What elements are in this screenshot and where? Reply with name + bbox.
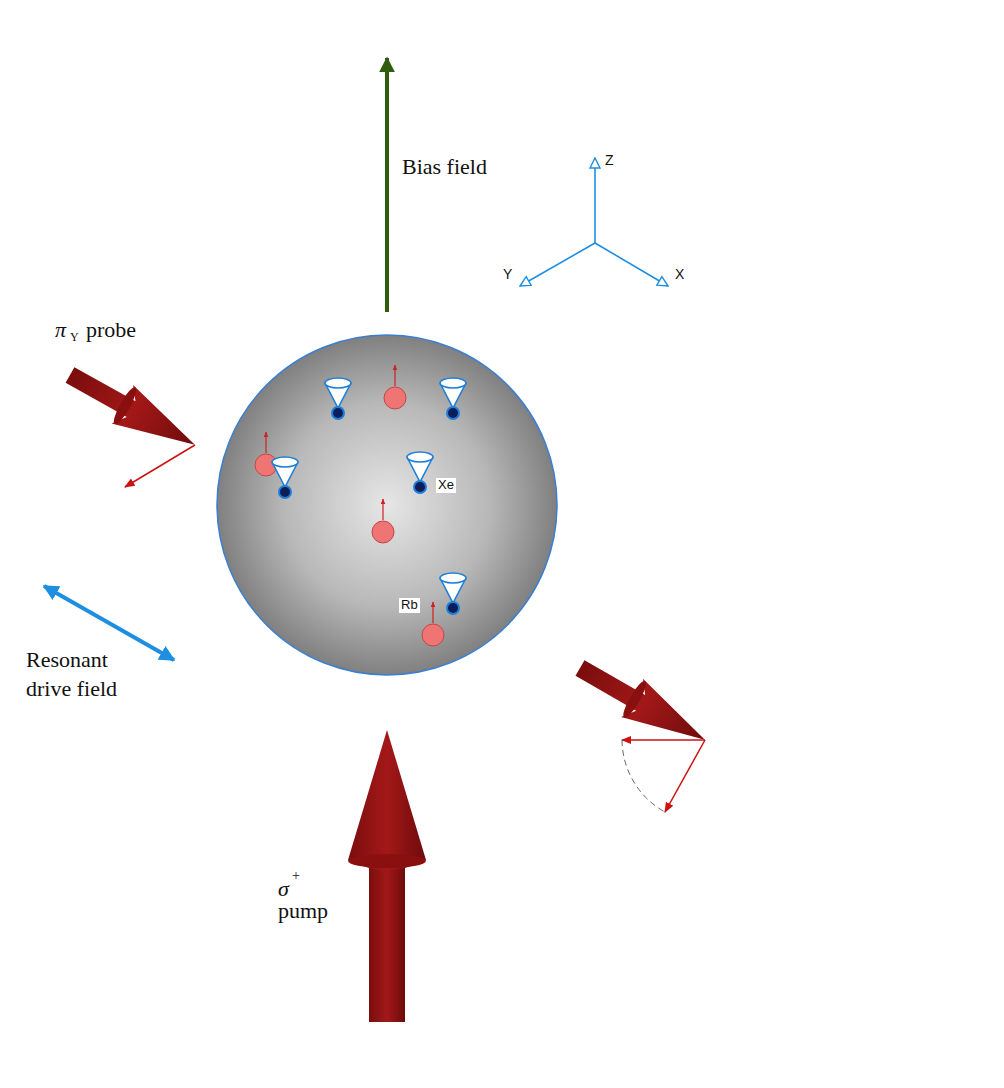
bias-field-arrow [385,58,389,312]
axis-label: Z [605,152,614,168]
rb-atoms [255,365,444,646]
axis-label: X [675,266,684,282]
polarization-subscript: Y [70,331,79,345]
polarization-symbol: σ [278,876,289,901]
polarization-rotation [622,740,705,812]
pump-beam-arrow [348,730,426,1022]
field-label: Resonant drive field [26,646,156,703]
atom-label: Rb [399,598,420,613]
polarization-vector [125,445,195,487]
probe-beam-arrow [59,356,205,464]
xe-atoms [272,378,466,614]
vapor-cell [217,335,557,675]
axis-label: Y [503,266,512,282]
polarization-superscript: + [292,868,300,884]
field-label: Bias field [402,154,487,179]
beam-label: pump [278,898,328,923]
beam-label: probe [86,317,136,342]
axes [520,158,668,286]
atom-label: Xe [436,478,456,493]
transmitted-probe-arrow [569,649,716,759]
polarization-symbol: π [55,317,66,342]
